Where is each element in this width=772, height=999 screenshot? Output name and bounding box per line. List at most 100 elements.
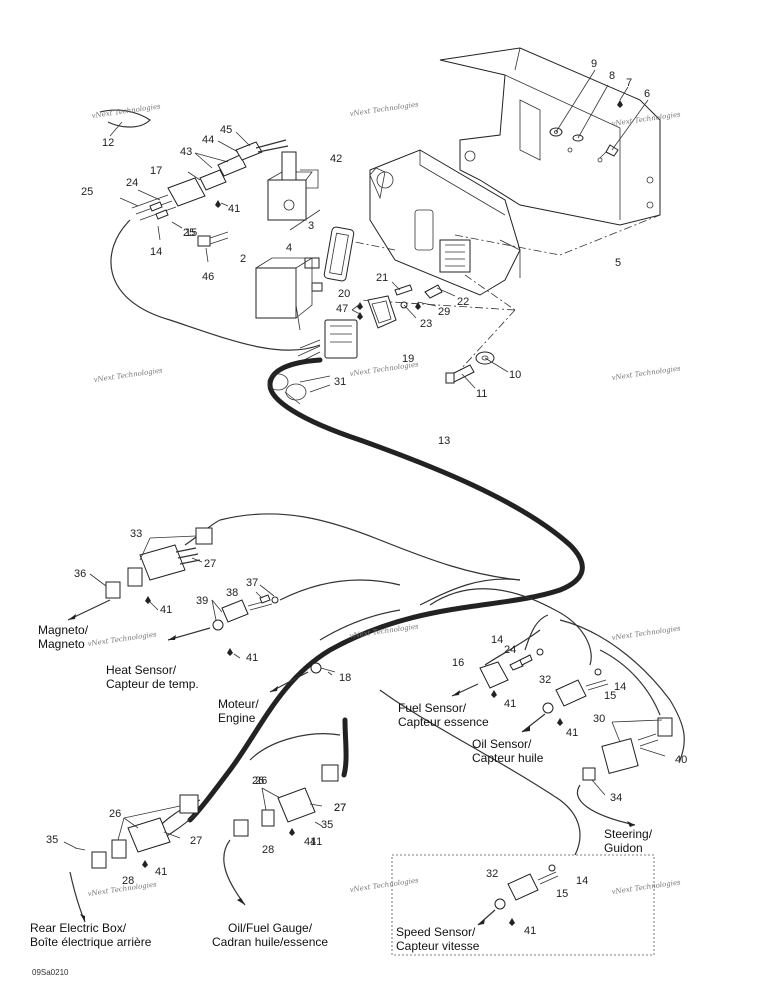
watermark: vNext Technologies bbox=[93, 366, 163, 384]
oil-sensor-connector bbox=[542, 668, 609, 726]
label-magneto-1: Magneto/ bbox=[38, 623, 89, 637]
callout-40: 40 bbox=[675, 754, 687, 766]
callout-19: 19 bbox=[402, 353, 414, 365]
callout-27b: 27 bbox=[334, 802, 346, 814]
callout-3: 3 bbox=[308, 220, 314, 232]
callout-43: 43 bbox=[180, 146, 192, 158]
callout-27d: 27 bbox=[334, 802, 346, 814]
label-speed-sensor-2: Capteur vitesse bbox=[396, 939, 480, 953]
destination-labels: Magneto/ Magneto Heat Sensor/ Capteur de… bbox=[30, 623, 653, 953]
callout-13: 13 bbox=[438, 435, 450, 447]
watermark: vNext Technologies bbox=[611, 624, 681, 642]
callout-23: 23 bbox=[420, 318, 432, 330]
part-number-callouts: 2 3 4 5 6 7 8 9 10 11 12 13 14 14 14 14 … bbox=[46, 58, 687, 937]
label-heat-sensor-1: Heat Sensor/ bbox=[106, 663, 177, 677]
callout-27c: 27 bbox=[190, 835, 202, 847]
fasteners-upper bbox=[549, 69, 649, 159]
callout-39: 39 bbox=[196, 595, 208, 607]
callout-14b: 14 bbox=[491, 634, 503, 646]
callout-15b: 15 bbox=[556, 888, 568, 900]
callout-33: 33 bbox=[130, 528, 142, 540]
callout-34: 34 bbox=[610, 792, 622, 804]
watermark: vNext Technologies bbox=[349, 100, 419, 118]
label-engine-2: Engine bbox=[218, 711, 256, 725]
callout-41b: 41 bbox=[160, 604, 172, 616]
callout-37: 37 bbox=[246, 577, 258, 589]
callout-4: 4 bbox=[286, 242, 292, 254]
callout-41f: 41 bbox=[155, 866, 167, 878]
cable-ties-31 bbox=[267, 373, 331, 405]
heat-sensor-connector bbox=[211, 584, 279, 659]
callout-8: 8 bbox=[609, 70, 615, 82]
label-magneto-2: Magneto bbox=[38, 637, 85, 651]
watermark: vNext Technologies bbox=[349, 876, 419, 894]
mounting-bracket bbox=[439, 47, 661, 226]
callout-44: 44 bbox=[202, 134, 214, 146]
callout-46: 46 bbox=[202, 271, 214, 283]
label-oil-sensor-2: Capteur huile bbox=[472, 751, 544, 765]
label-speed-sensor-1: Speed Sensor/ bbox=[396, 925, 476, 939]
screw-11 bbox=[445, 364, 475, 384]
label-steering-2: Guidon bbox=[604, 841, 643, 855]
callout-45: 45 bbox=[220, 124, 232, 136]
callout-15c: 15 bbox=[185, 227, 197, 239]
callout-28b: 28 bbox=[262, 844, 274, 856]
watermark: vNext Technologies bbox=[91, 102, 161, 120]
rear-electric-box-connector bbox=[63, 794, 199, 869]
callout-35b: 35 bbox=[321, 819, 333, 831]
callout-25a: 25 bbox=[81, 186, 93, 198]
callout-41h: 41 bbox=[524, 925, 536, 937]
gasket-3 bbox=[323, 226, 355, 282]
callout-9: 9 bbox=[591, 58, 597, 70]
watermark: vNext Technologies bbox=[349, 360, 419, 378]
watermark: vNext Technologies bbox=[611, 364, 681, 382]
small-parts-21-29 bbox=[391, 281, 456, 319]
speed-sensor-box bbox=[391, 854, 655, 956]
callout-14c: 14 bbox=[614, 681, 626, 693]
callout-26c: 26 bbox=[252, 775, 264, 787]
label-gauge-2: Cadran huile/essence bbox=[212, 935, 328, 949]
callout-10: 10 bbox=[509, 369, 521, 381]
callout-41c: 41 bbox=[246, 652, 258, 664]
callout-29: 29 bbox=[438, 306, 450, 318]
callout-41g: 41 bbox=[304, 836, 316, 848]
callout-41d: 41 bbox=[504, 698, 516, 710]
callout-11: 11 bbox=[476, 388, 487, 400]
callout-38: 38 bbox=[226, 587, 238, 599]
label-fuel-sensor-1: Fuel Sensor/ bbox=[398, 701, 467, 715]
label-rear-box-1: Rear Electric Box/ bbox=[30, 921, 127, 935]
main-connector-19 bbox=[297, 319, 358, 363]
callout-5: 5 bbox=[615, 257, 621, 269]
clip-12 bbox=[99, 109, 151, 128]
callout-24a: 24 bbox=[126, 177, 138, 189]
steering-connector bbox=[582, 717, 673, 796]
label-fuel-sensor-2: Capteur essence bbox=[398, 715, 489, 729]
label-steering-1: Steering/ bbox=[604, 827, 653, 841]
callout-41e: 41 bbox=[566, 727, 578, 739]
callout-32a: 32 bbox=[539, 674, 551, 686]
watermark: vNext Technologies bbox=[87, 630, 157, 648]
callout-24b: 24 bbox=[504, 644, 516, 656]
gauge-connector bbox=[233, 764, 339, 837]
label-engine-1: Moteur/ bbox=[218, 697, 259, 711]
gasket-20 bbox=[367, 295, 397, 329]
electronic-module bbox=[369, 149, 521, 296]
callout-31: 31 bbox=[334, 376, 346, 388]
harness-cables bbox=[110, 219, 685, 856]
terminals-24-25 bbox=[119, 189, 183, 241]
fuel-sensor-connector bbox=[479, 648, 544, 698]
label-gauge-1: Oil/Fuel Gauge/ bbox=[228, 921, 313, 935]
callout-15a: 15 bbox=[604, 690, 616, 702]
callout-26b: 26 bbox=[109, 808, 121, 820]
callout-6: 6 bbox=[644, 88, 650, 100]
destination-arrows bbox=[67, 599, 636, 926]
callout-18: 18 bbox=[339, 672, 351, 684]
callout-26a: 26 bbox=[255, 775, 267, 787]
callout-32b: 32 bbox=[486, 868, 498, 880]
callout-16: 16 bbox=[452, 657, 464, 669]
callout-42: 42 bbox=[330, 153, 342, 165]
callout-28a: 28 bbox=[122, 875, 134, 887]
callout-27a: 27 bbox=[204, 558, 216, 570]
engine-ring-terminal bbox=[310, 662, 336, 676]
label-rear-box-2: Boîte électrique arrière bbox=[30, 935, 152, 949]
